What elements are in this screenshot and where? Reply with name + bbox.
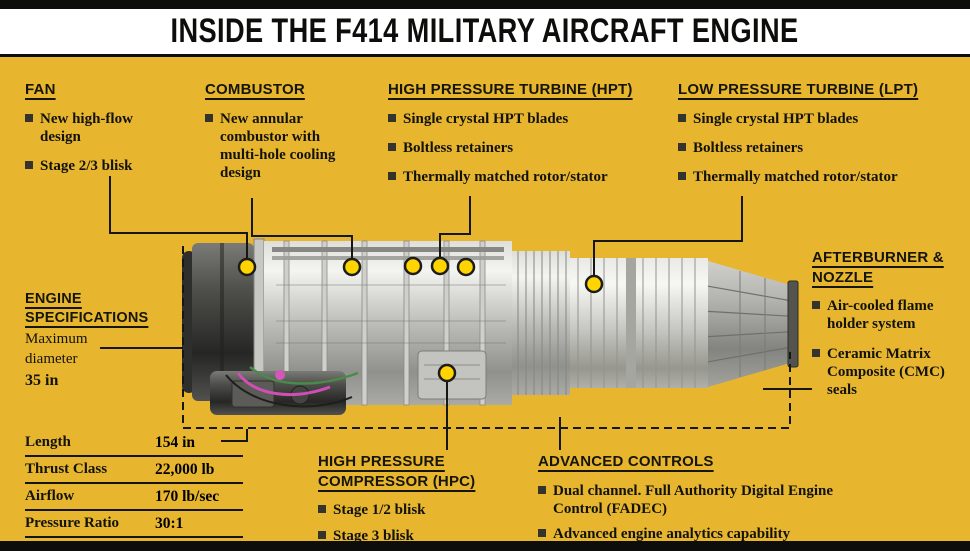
max-diameter: Maximum diameter 35 in — [25, 330, 145, 390]
spec-value-airflow: 170 lb/sec — [155, 487, 220, 505]
list-item: Stage 3 blisk — [318, 527, 488, 545]
list-item: New annular combustor with multi-hole co… — [205, 110, 355, 183]
bullet-square-icon — [678, 142, 686, 151]
hpt-item-3: Thermally matched rotor/stator — [403, 169, 608, 186]
hpc-item-1: Stage 1/2 blisk — [333, 502, 426, 518]
list-item: Stage 2/3 blisk — [25, 157, 170, 175]
list-item: Boltless retainers — [678, 139, 953, 157]
list-item: Single crystal HPT blades — [678, 110, 953, 128]
spec-label-length: Length — [25, 434, 71, 450]
callout-lpt: LOW PRESSURE TURBINE (LPT) Single crysta… — [678, 80, 953, 186]
afterburner-heading: AFTERBURNER & NOZZLE — [812, 249, 944, 286]
spec-value-thrust-class: 22,000 lb — [155, 460, 215, 478]
callout-hpc: HIGH PRESSURE COMPRESSOR (HPC) Stage 1/2… — [318, 452, 488, 546]
fan-heading: FAN — [25, 81, 56, 98]
nozzle — [708, 261, 790, 387]
callout-advanced-controls: ADVANCED CONTROLS Dual channel. Full Aut… — [538, 452, 883, 543]
list-item: Thermally matched rotor/stator — [388, 168, 663, 186]
bullet-square-icon — [318, 531, 326, 540]
list-item: Stage 1/2 blisk — [318, 501, 488, 519]
bullet-square-icon — [388, 142, 396, 151]
hpc-item-2: Stage 3 blisk — [333, 528, 414, 545]
bottom-black-bar — [0, 541, 970, 551]
bullet-square-icon — [678, 172, 686, 181]
lpt-item-3: Thermally matched rotor/stator — [693, 169, 898, 186]
spec-label-pressure-ratio: Pressure Ratio — [25, 515, 120, 531]
callout-afterburner: AFTERBURNER & NOZZLE Air-cooled flame ho… — [812, 248, 962, 399]
fan-item-2: Stage 2/3 blisk — [40, 158, 133, 175]
spec-value-length: 154 in — [155, 433, 196, 451]
max-diameter-label: Maximum diameter — [25, 331, 88, 367]
lower-unit — [417, 350, 487, 400]
bullet-square-icon — [678, 113, 686, 122]
list-item: Ceramic Matrix Composite (CMC) seals — [812, 345, 962, 400]
afterburner-item-2: Ceramic Matrix Composite (CMC) seals — [827, 345, 945, 399]
bullet-square-icon — [25, 113, 33, 122]
bullet-square-icon — [812, 348, 820, 357]
bullet-square-icon — [318, 505, 326, 513]
advanced-controls-item-2: Advanced engine analytics capability — [553, 526, 791, 543]
hpt-heading: HIGH PRESSURE TURBINE (HPT) — [388, 81, 633, 98]
list-item: Air-cooled flame holder system — [812, 297, 962, 334]
spec-label-thrust-class: Thrust Class — [25, 461, 108, 477]
callout-hpt: HIGH PRESSURE TURBINE (HPT) Single cryst… — [388, 80, 663, 186]
lpt-item-2: Boltless retainers — [693, 139, 804, 156]
hpt-item-2: Boltless retainers — [403, 139, 514, 156]
list-item: Advanced engine analytics capability — [538, 525, 883, 543]
bullet-square-icon — [538, 485, 546, 494]
lpt-item-1: Single crystal HPT blades — [693, 110, 859, 127]
callout-fan: FAN New high-flow design Stage 2/3 blisk — [25, 80, 170, 175]
list-item: Thermally matched rotor/stator — [678, 168, 953, 186]
advanced-controls-heading: ADVANCED CONTROLS — [538, 453, 714, 470]
fan-item-1: New high-flow design — [40, 110, 133, 145]
table-row: Thrust Class 22,000 lb — [25, 457, 243, 484]
list-item: Single crystal HPT blades — [388, 110, 663, 128]
table-row: Airflow 170 lb/sec — [25, 484, 243, 511]
bullet-square-icon — [25, 161, 33, 170]
callout-combustor: COMBUSTOR New annular combustor with mul… — [205, 80, 355, 183]
list-item: Dual channel. Full Authority Digital Eng… — [538, 482, 883, 519]
engine-svg — [182, 238, 799, 415]
max-diameter-value: 35 in — [25, 371, 59, 389]
top-black-bar — [0, 0, 970, 9]
table-row: Pressure Ratio 30:1 — [25, 511, 243, 538]
engine-illustration — [180, 225, 800, 425]
bullet-square-icon — [205, 113, 213, 122]
turbine-frame — [512, 251, 570, 395]
spec-label-airflow: Airflow — [25, 488, 75, 504]
lpt-heading: LOW PRESSURE TURBINE (LPT) — [678, 81, 919, 98]
list-item: Boltless retainers — [388, 139, 663, 157]
spec-table: Length 154 in Thrust Class 22,000 lb Air… — [25, 430, 243, 538]
bullet-square-icon — [538, 529, 546, 538]
list-item: New high-flow design — [25, 110, 170, 147]
bullet-square-icon — [812, 301, 820, 309]
hpt-item-1: Single crystal HPT blades — [403, 110, 569, 127]
advanced-controls-item-1: Dual channel. Full Authority Digital Eng… — [553, 482, 834, 517]
table-row: Length 154 in — [25, 430, 243, 457]
specs-heading: ENGINE SPECIFICATIONS — [25, 291, 149, 326]
afterburner-item-1: Air-cooled flame holder system — [827, 298, 934, 333]
hpc-heading: HIGH PRESSURE COMPRESSOR (HPC) — [318, 453, 476, 490]
bullet-square-icon — [388, 172, 396, 181]
combustor-item-1: New annular combustor with multi-hole co… — [220, 110, 336, 182]
page-title: INSIDE THE F414 MILITARY AIRCRAFT ENGINE — [170, 12, 800, 50]
nozzle-exit-ring — [787, 280, 799, 368]
title-band: INSIDE THE F414 MILITARY AIRCRAFT ENGINE — [0, 9, 970, 57]
bullet-square-icon — [388, 113, 396, 122]
spec-value-pressure-ratio: 30:1 — [155, 514, 184, 532]
engine-specifications: ENGINE SPECIFICATIONS — [25, 290, 160, 338]
combustor-heading: COMBUSTOR — [205, 81, 305, 98]
